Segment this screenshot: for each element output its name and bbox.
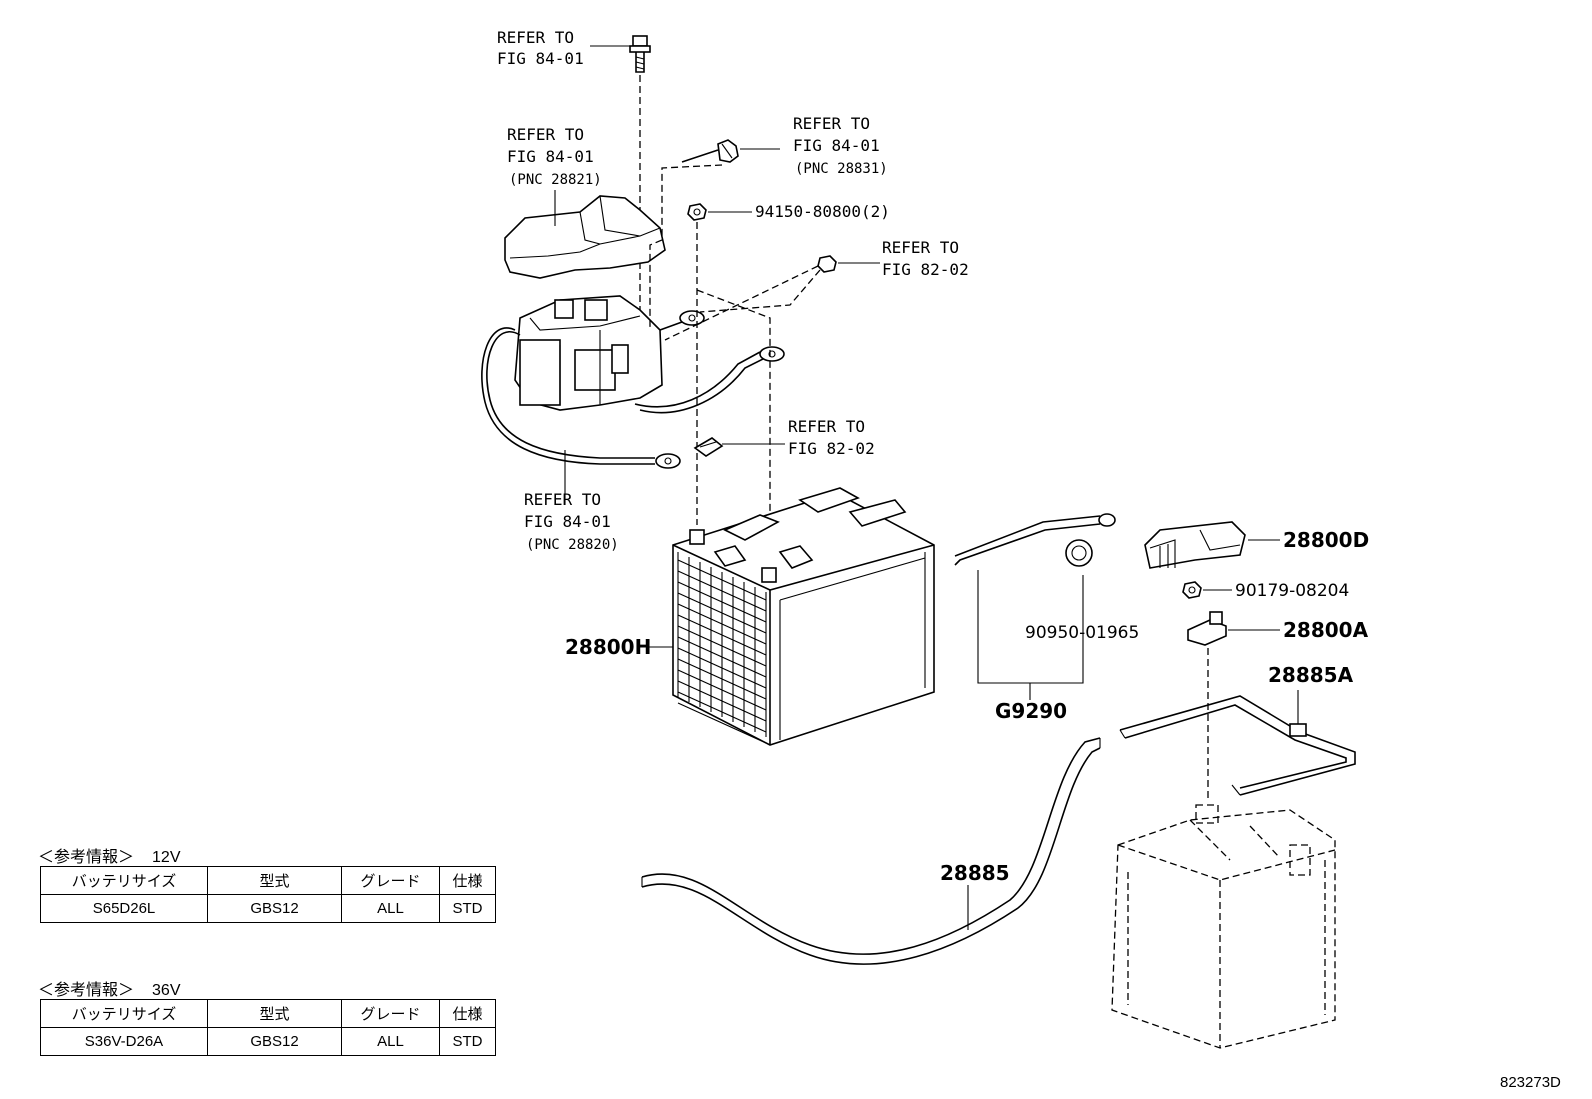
callout-cover-2: FIG 84-01 xyxy=(507,147,594,166)
callout-bolt-top-2: FIG 84-01 xyxy=(497,49,584,68)
label-nut-terminal: 90179-08204 xyxy=(1235,581,1349,601)
figure-code: 823273D xyxy=(1500,1074,1561,1091)
callout-cover-3: (PNC 28821) xyxy=(509,172,602,188)
table-header-cell: バッテリサイズ xyxy=(40,866,208,895)
table-caption-12v: ＜参考情報＞ 12V xyxy=(38,843,198,867)
callout-cover-1: REFER TO xyxy=(507,125,584,144)
table-row: S36V-D26A GBS12 ALL STD xyxy=(40,1027,496,1056)
ring-terminal-upper[interactable] xyxy=(679,310,705,326)
battery-28800h[interactable] xyxy=(672,487,935,746)
callout-bolt-top-1: REFER TO xyxy=(497,28,574,47)
table-cell: STD xyxy=(439,1027,496,1056)
callout-bolt-mid-2: FIG 82-02 xyxy=(788,439,875,458)
table-caption-text: ＜参考情報＞ xyxy=(38,849,135,866)
table-cell: GBS12 xyxy=(207,1027,342,1056)
callout-sensor-3: (PNC 28831) xyxy=(795,161,888,177)
table-cell: GBS12 xyxy=(207,894,342,923)
ground-cable[interactable] xyxy=(641,737,1101,965)
callout-cable-2: FIG 84-01 xyxy=(524,512,611,531)
table-header-row: バッテリサイズ 型式 グレード 仕様 xyxy=(40,866,496,895)
table-row: S65D26L GBS12 ALL STD xyxy=(40,894,496,923)
table-caption-36v: ＜参考情報＞ 36V xyxy=(38,976,198,1000)
table-header-cell: 型式 xyxy=(207,866,342,895)
relay-box[interactable] xyxy=(514,295,663,411)
callout-cable-1: REFER TO xyxy=(524,490,601,509)
table-header-cell: 型式 xyxy=(207,999,342,1028)
label-grommet: 90950-01965 xyxy=(1025,623,1139,643)
table-cell: S36V-D26A xyxy=(40,1027,208,1056)
callout-sensor-1: REFER TO xyxy=(793,114,870,133)
callout-nut-right-1: REFER TO xyxy=(882,238,959,257)
label-battery: 28800H xyxy=(565,635,651,659)
vent-tube[interactable] xyxy=(954,513,1116,566)
bolt-mid[interactable] xyxy=(693,437,724,457)
grommet[interactable] xyxy=(1065,539,1093,567)
label-ground-cable: 28885 xyxy=(940,861,1010,885)
nut-90179[interactable] xyxy=(1182,581,1202,599)
table-cell: STD xyxy=(439,894,496,923)
label-terminal-cover: 28800D xyxy=(1283,528,1369,552)
vent-hose[interactable] xyxy=(1119,695,1356,796)
table-cell: ALL xyxy=(341,894,440,923)
table-caption-text: ＜参考情報＞ xyxy=(38,982,135,999)
terminal-cover[interactable] xyxy=(1144,521,1246,569)
reference-table-36v: バッテリサイズ 型式 グレード 仕様 S36V-D26A GBS12 ALL S… xyxy=(40,999,496,1056)
table-header-cell: グレード xyxy=(341,866,440,895)
nut-94150[interactable] xyxy=(687,203,707,221)
callout-bolt-mid-1: REFER TO xyxy=(788,417,865,436)
relay-box-cover[interactable] xyxy=(504,195,666,279)
terminal[interactable] xyxy=(1187,611,1227,646)
bolt-top[interactable] xyxy=(629,35,651,73)
callout-cable-3: (PNC 28820) xyxy=(526,537,619,553)
callout-nut-right-2: FIG 82-02 xyxy=(882,260,969,279)
label-vent-hose: 28885A xyxy=(1268,663,1354,687)
table-header-cell: グレード xyxy=(341,999,440,1028)
battery-grid xyxy=(677,552,767,744)
nut-right[interactable] xyxy=(817,255,837,273)
table-caption-voltage: 12V xyxy=(152,849,181,866)
table-cell: ALL xyxy=(341,1027,440,1056)
table-header-row: バッテリサイズ 型式 グレード 仕様 xyxy=(40,999,496,1028)
reference-table-12v: バッテリサイズ 型式 グレード 仕様 S65D26L GBS12 ALL STD xyxy=(40,866,496,923)
sensor[interactable] xyxy=(681,139,739,163)
table-cell: S65D26L xyxy=(40,894,208,923)
table-caption-voltage: 36V xyxy=(152,982,181,999)
phantom-battery xyxy=(1111,804,1336,1049)
cable-terminal-left[interactable] xyxy=(655,453,681,469)
cable-ring-terminal[interactable] xyxy=(759,346,785,362)
table-header-cell: 仕様 xyxy=(439,999,496,1028)
callout-sensor-2: FIG 84-01 xyxy=(793,136,880,155)
label-terminal: 28800A xyxy=(1283,618,1369,642)
callout-nut-2: 94150-80800(2) xyxy=(755,202,890,221)
table-header-cell: 仕様 xyxy=(439,866,496,895)
table-header-cell: バッテリサイズ xyxy=(40,999,208,1028)
label-vent-tube-set: G9290 xyxy=(995,699,1067,723)
